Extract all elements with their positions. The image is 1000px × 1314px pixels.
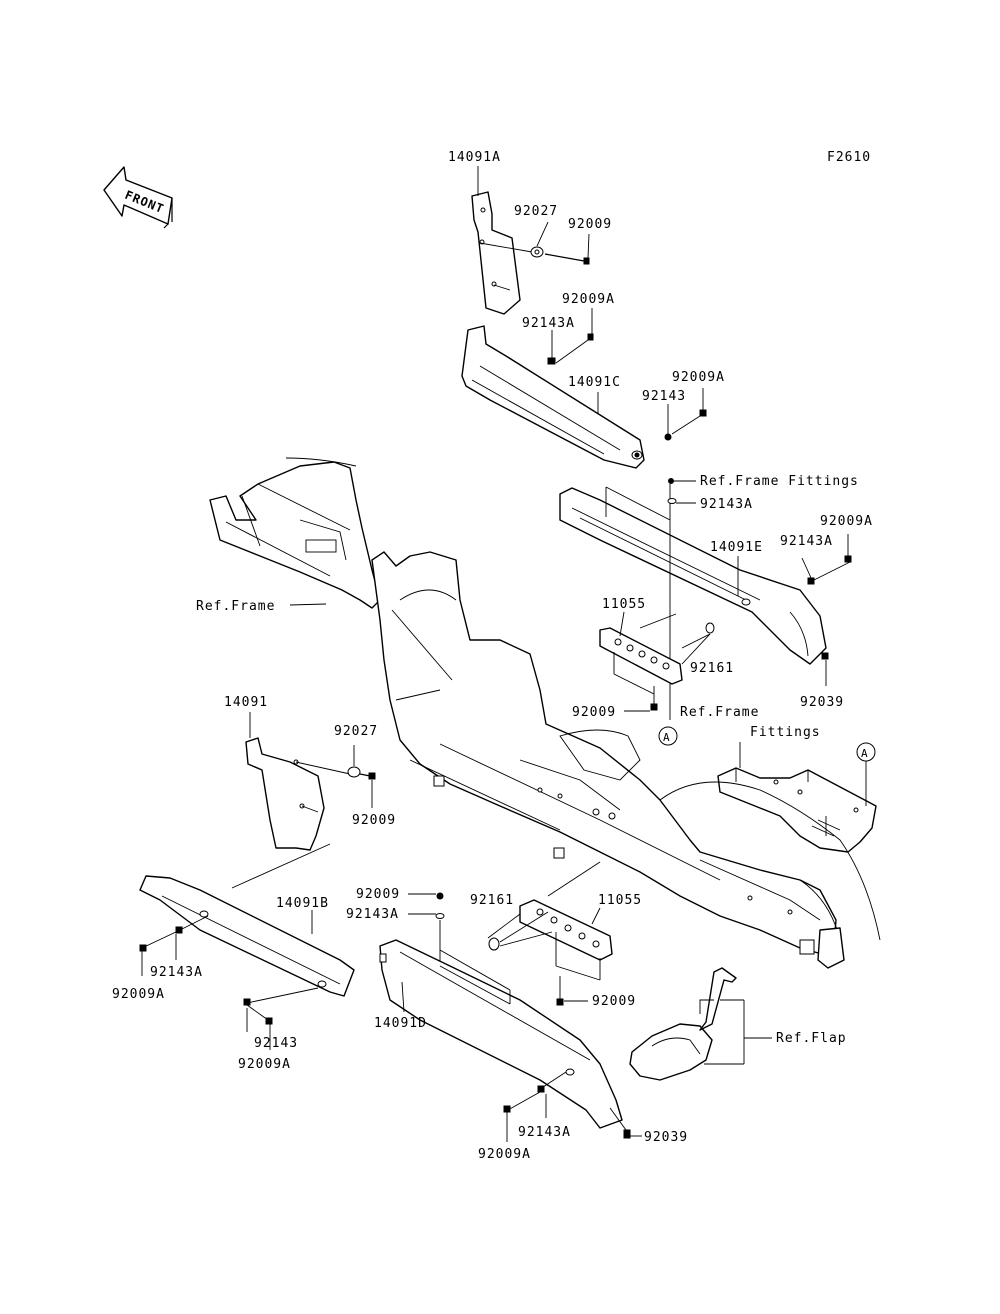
- label-14091B: 14091B: [276, 896, 329, 911]
- cover-14091D: [379, 939, 623, 1129]
- label-92009A-2: 92009A: [672, 370, 725, 385]
- label-92009-top: 92009: [568, 217, 612, 232]
- label-92027-left: 92027: [334, 724, 378, 739]
- label-92009A-6: 92009A: [478, 1147, 531, 1162]
- label-14091C: 14091C: [568, 375, 621, 390]
- label-14091E: 14091E: [710, 540, 763, 555]
- label-11055-2: 11055: [598, 893, 642, 908]
- label-92143A-1: 92143A: [522, 316, 575, 331]
- label-92009A-3: 92009A: [820, 514, 873, 529]
- label-14091: 14091: [224, 695, 268, 710]
- cover-14091A: [471, 191, 533, 315]
- label-92009-bot: 92009: [592, 994, 636, 1009]
- label-92143A-5: 92143A: [518, 1125, 571, 1140]
- label-92161-1: 92161: [690, 661, 734, 676]
- label-92027-top: 92027: [514, 204, 558, 219]
- cover-14091B: [139, 875, 355, 997]
- label-92143A-4: 92143A: [150, 965, 203, 980]
- label-92143A-low: 92143A: [346, 907, 399, 922]
- callout-a-left: A: [658, 726, 678, 746]
- svg-text:A: A: [663, 731, 671, 744]
- label-ref-frame-fittings-1: Ref.Frame Fittings: [700, 474, 859, 489]
- label-ref-frame: Ref.Frame: [196, 599, 275, 614]
- cover-14091C: [461, 325, 645, 469]
- flap-assembly: [629, 967, 772, 1081]
- label-14091D: 14091D: [374, 1016, 427, 1031]
- label-92009-left: 92009: [352, 813, 396, 828]
- label-92039-2: 92039: [644, 1130, 688, 1145]
- label-92009-low: 92009: [356, 887, 400, 902]
- label-92143A-3: 92143A: [780, 534, 833, 549]
- front-arrow-icon: FRONT: [103, 166, 173, 229]
- callout-a-right: A: [856, 742, 876, 762]
- label-92009A-4: 92009A: [112, 987, 165, 1002]
- cover-14091: [245, 737, 351, 851]
- cover-14091E: [559, 487, 827, 665]
- bolt-92009-top: [544, 253, 590, 265]
- label-11055-1: 11055: [602, 597, 646, 612]
- label-92009A-1: 92009A: [562, 292, 615, 307]
- svg-text:A: A: [861, 747, 869, 760]
- label-92143-1: 92143: [642, 389, 686, 404]
- label-92161-2: 92161: [470, 893, 514, 908]
- label-14091A: 14091A: [448, 150, 501, 165]
- main-frame: [209, 457, 881, 969]
- label-ref-flap: Ref.Flap: [776, 1031, 847, 1046]
- label-92143-2: 92143: [254, 1036, 298, 1051]
- washer-92027-top: [530, 246, 544, 258]
- label-92009A-5: 92009A: [238, 1057, 291, 1072]
- label-92039-1: 92039: [800, 695, 844, 710]
- label-92009-mid: 92009: [572, 705, 616, 720]
- label-ref-frame-fittings-2b: Fittings: [750, 725, 821, 740]
- label-ref-frame-fittings-2a: Ref.Frame: [680, 705, 759, 720]
- figure-code: F2610: [827, 150, 871, 165]
- label-92143A-2: 92143A: [700, 497, 753, 512]
- bracket-11055-upper: [599, 613, 683, 706]
